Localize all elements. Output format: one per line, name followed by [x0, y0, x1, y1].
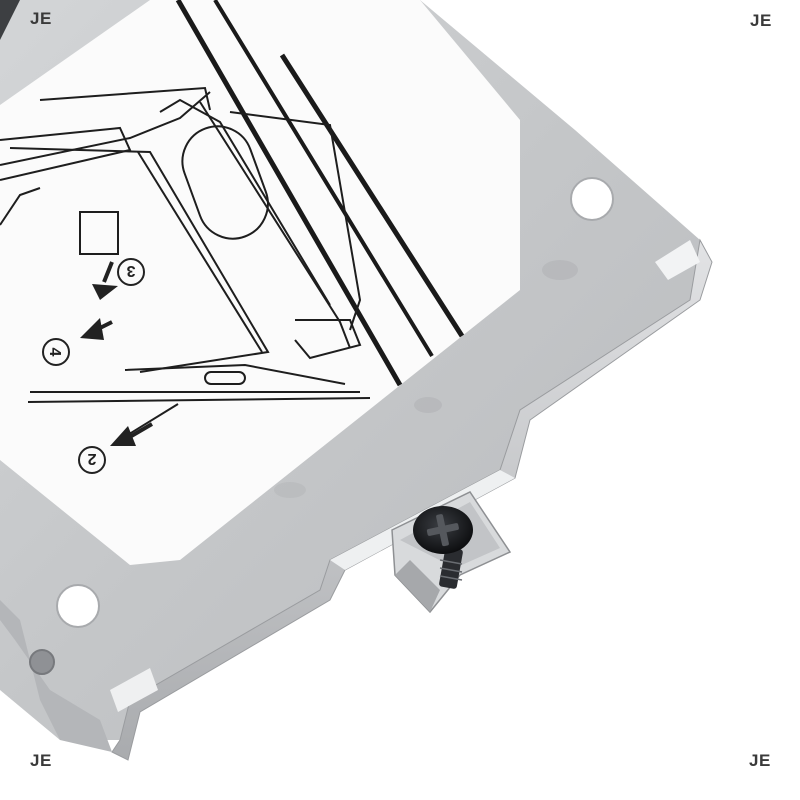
- caddy-lower-rim: [0, 600, 112, 752]
- drive-label-sticker: [79, 211, 119, 255]
- watermark-top-right: JE: [750, 11, 772, 30]
- instruction-label: [0, 0, 520, 565]
- step-2-marker: 2: [78, 446, 106, 474]
- caddy-side-rim: [111, 238, 713, 761]
- dark-corner: [0, 0, 20, 40]
- watermark-bottom-right: JE: [749, 751, 771, 770]
- mounting-hole-lower: [56, 584, 100, 628]
- arrow-icon-down-left: [110, 422, 154, 446]
- label-bar-1: [175, 0, 403, 387]
- watermark-top-left: JE: [30, 9, 52, 28]
- drive-drawing: [0, 86, 371, 437]
- side-hole: [29, 649, 55, 675]
- rim-notch: [655, 240, 700, 280]
- step-3-label: 3: [126, 262, 135, 279]
- arrow-icon-down: [92, 261, 118, 300]
- arrow-icon-left: [80, 318, 113, 340]
- step-4-label: 4: [46, 348, 63, 357]
- label-bar-2: [213, 0, 434, 358]
- screw-icon: [413, 506, 473, 589]
- watermark-bottom-left: JE: [30, 751, 52, 770]
- step-3-marker: 3: [117, 258, 145, 286]
- rim-notch-lower: [110, 668, 158, 712]
- label-bar-3: [279, 53, 465, 338]
- step-4-marker: 4: [42, 338, 70, 366]
- mounting-hole-upper: [570, 177, 614, 221]
- step-2-label: 2: [87, 450, 96, 467]
